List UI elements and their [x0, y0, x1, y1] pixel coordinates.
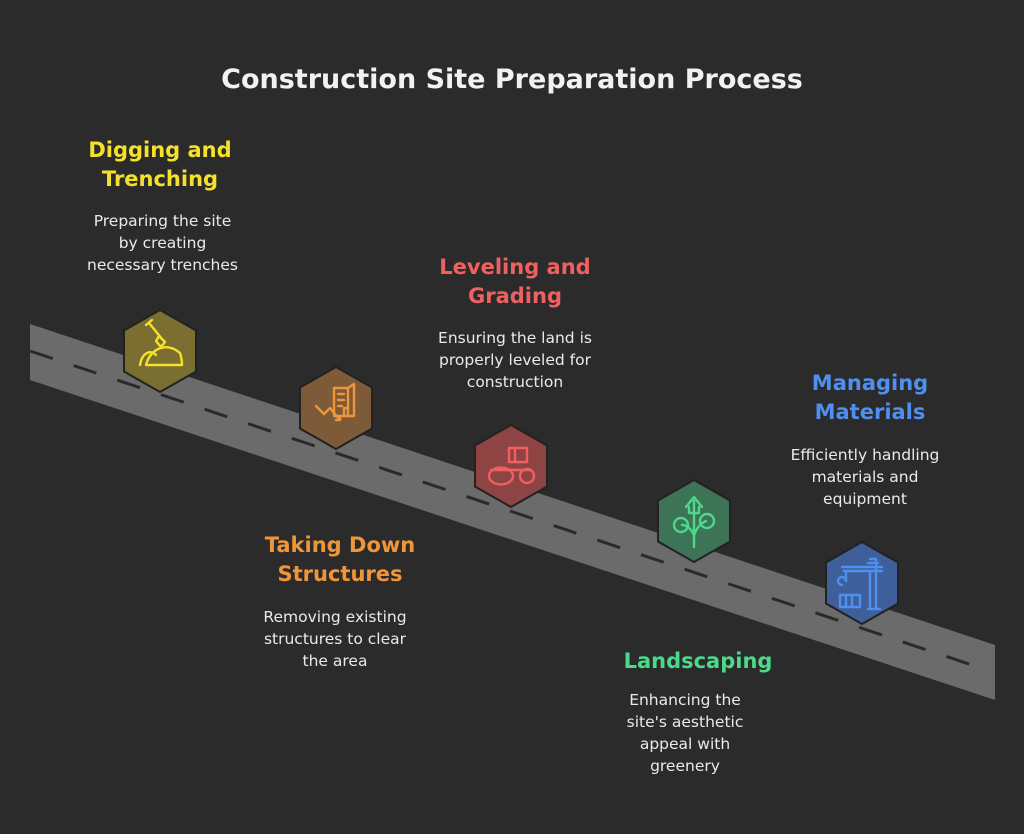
road-roller-icon [487, 446, 536, 486]
diagram-title: Construction Site Preparation Process [221, 64, 803, 95]
step-hexagon [123, 308, 197, 394]
demolition-icon [314, 382, 356, 422]
step-title-materials: Managing Materials [811, 371, 929, 424]
plant-icon [672, 495, 716, 549]
step-hexagon [299, 365, 373, 451]
step-desc-leveling: Ensuring the land is properly leveled fo… [438, 329, 592, 391]
step-hexagon [825, 540, 899, 626]
step-title-landscaping: Landscaping [623, 649, 773, 673]
road-center-dashes [29, 349, 979, 669]
step-hexagon [657, 478, 731, 564]
step-title-digging: Digging and Trenching [88, 138, 232, 191]
step-desc-demolition: Removing existing structures to clear th… [263, 608, 407, 670]
step-title-demolition: Taking Down Structures [264, 533, 416, 586]
step-title-leveling: Leveling and Grading [439, 255, 591, 308]
step-hexagon [474, 423, 548, 509]
shovel-icon [138, 318, 184, 367]
crane-icon [836, 557, 884, 611]
step-desc-materials: Efficiently handling materials and equip… [790, 446, 940, 508]
step-desc-digging: Preparing the site by creating necessary… [87, 212, 238, 274]
step-desc-landscaping: Enhancing the site's aesthetic appeal wi… [626, 691, 744, 775]
